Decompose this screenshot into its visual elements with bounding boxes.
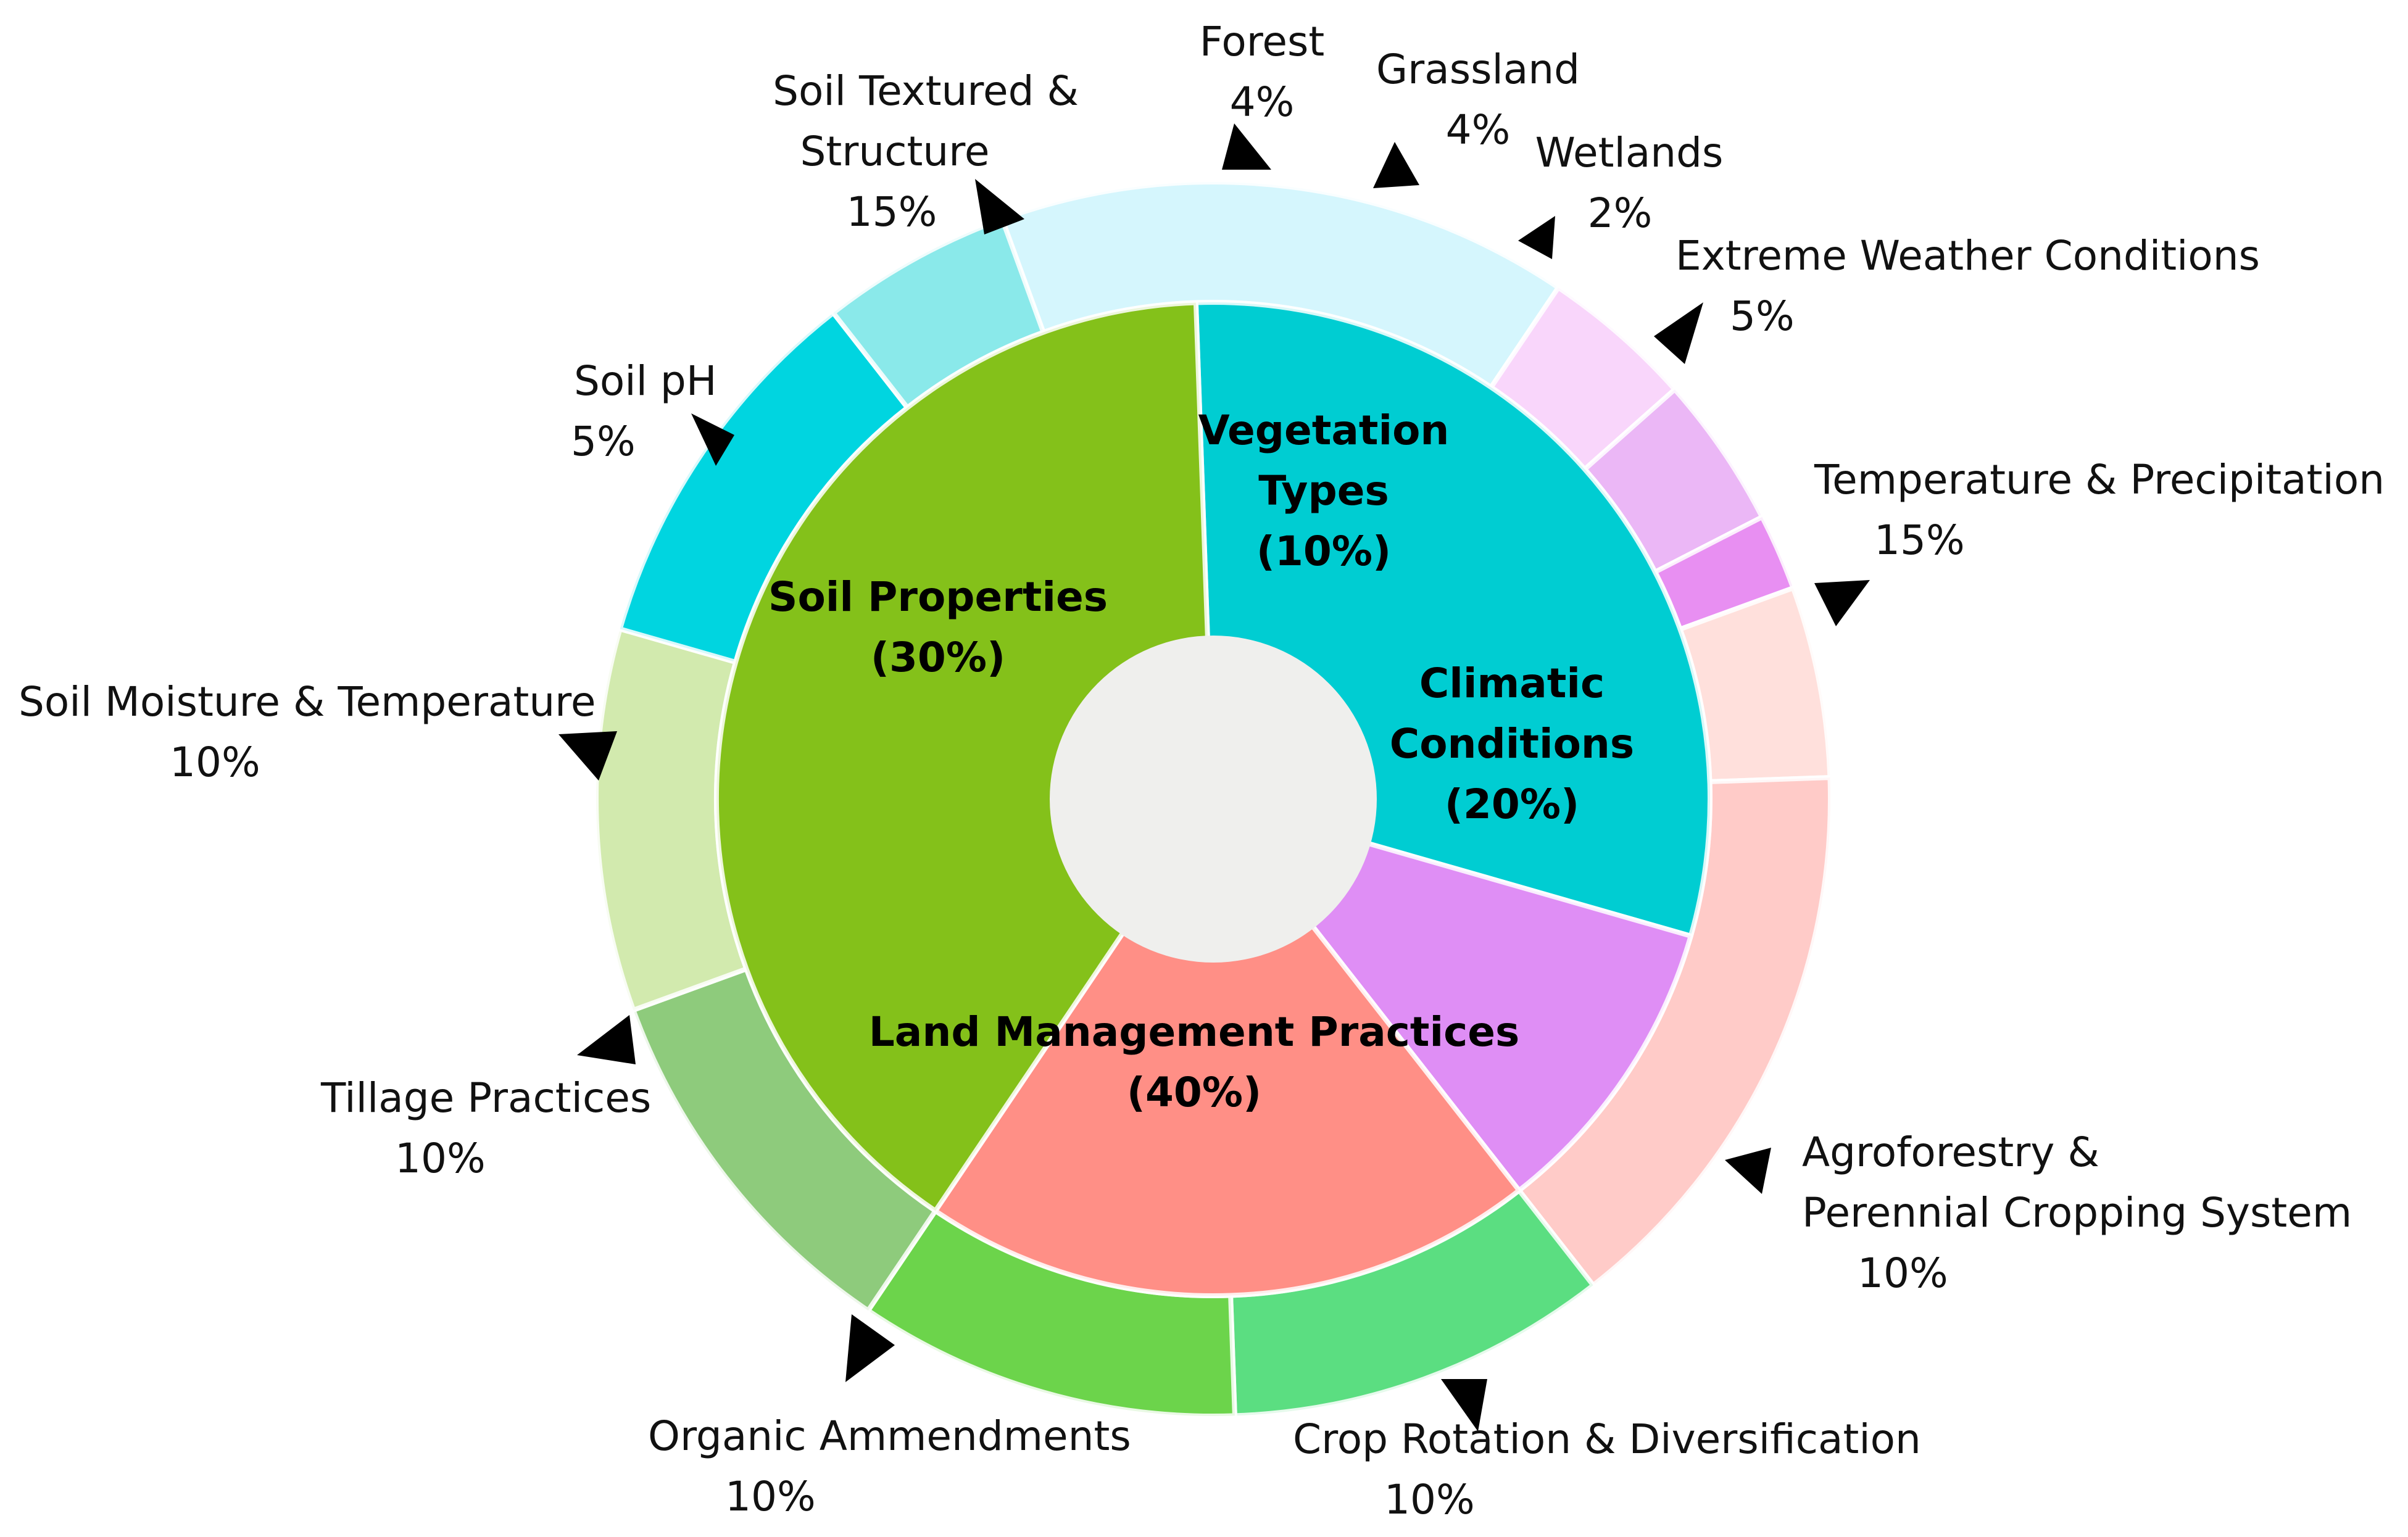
pointers [558, 123, 1870, 1431]
pointer-arrow-icon [577, 1015, 636, 1064]
pointer-arrow-icon [1814, 580, 1870, 626]
inner-label-land-management-practices: Land Management Practices(40%) [869, 1008, 1520, 1116]
pointer-arrow-icon [558, 731, 617, 781]
pointer-arrow-icon [1518, 216, 1555, 259]
inner-slice-climatic [932, 795, 1523, 1298]
inner-label-soil-properties: Soil Properties(30%) [768, 573, 1108, 681]
pointer-arrow-icon [1654, 302, 1703, 364]
inner-slice-land-management-practices [713, 300, 1216, 1214]
pointer-arrow-icon [975, 179, 1024, 234]
pointer-arrow-icon [1441, 1379, 1487, 1431]
center-hole [1050, 636, 1377, 963]
pointer-arrow-icon [1725, 1148, 1771, 1194]
pointer-arrow-icon [691, 413, 734, 466]
pointer-arrow-icon [1373, 142, 1419, 188]
pointer-arrow-icon [845, 1314, 895, 1382]
pointer-arrow-icon [1222, 123, 1271, 170]
